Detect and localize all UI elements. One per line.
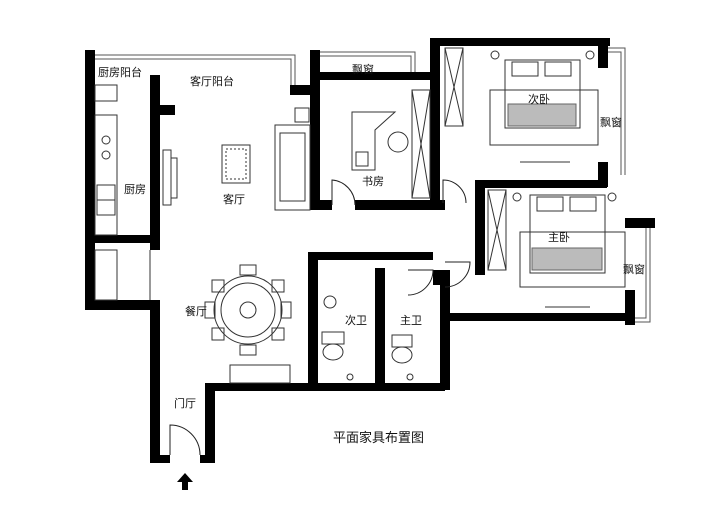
study-furniture	[351, 89, 431, 199]
label-bay-window-master: 飘窗	[623, 263, 645, 276]
walls	[85, 38, 655, 463]
label-study: 书房	[362, 175, 384, 188]
label-second-bedroom: 次卧	[528, 93, 550, 106]
plan-caption: 平面家具布置图	[333, 431, 425, 446]
label-master-bath: 主卫	[400, 314, 422, 327]
master-bedroom-furniture	[487, 189, 626, 308]
label-living-room: 客厅	[223, 193, 245, 206]
label-second-bath: 次卫	[345, 314, 367, 327]
label-bay-window-second: 飘窗	[600, 116, 622, 129]
kitchen-fixtures	[94, 84, 151, 301]
label-master-bedroom: 主卧	[548, 231, 570, 244]
label-bay-window-study: 飘窗	[352, 63, 374, 76]
doors	[169, 179, 471, 456]
entrance-arrow-icon	[177, 473, 193, 490]
label-kitchen-balcony: 厨房阳台	[98, 66, 142, 79]
label-living-balcony: 客厅阳台	[190, 75, 234, 88]
living-furniture	[162, 107, 311, 211]
label-kitchen: 厨房	[124, 183, 146, 196]
label-dining-room: 餐厅	[185, 305, 207, 318]
second-bedroom-furniture	[444, 47, 599, 163]
dining-set	[204, 264, 292, 384]
label-entrance-hall: 门厅	[174, 397, 196, 410]
bathroom-fixtures	[321, 295, 414, 381]
